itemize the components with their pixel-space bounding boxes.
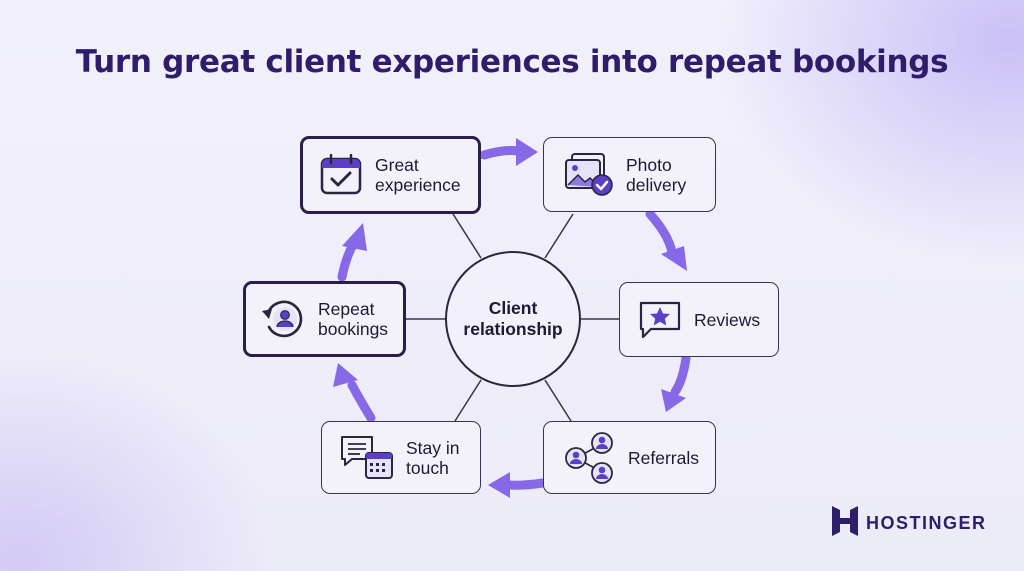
arrowhead-6 (342, 223, 367, 251)
arrowhead-3 (661, 389, 686, 412)
arrow-photo-to-reviews (645, 209, 677, 257)
node-label: Stay in touch (406, 437, 460, 478)
arrow-repeat-to-experience (337, 240, 358, 282)
arrowhead-1 (516, 138, 538, 166)
node-label: Repeat bookings (318, 299, 389, 339)
node-reviews: Reviews (619, 282, 779, 357)
center-label: Client relationship (463, 298, 563, 339)
arrow-stay-to-repeat (347, 380, 376, 423)
connector-photo-delivery (544, 213, 574, 259)
arrowhead-4 (488, 472, 510, 498)
arrow-reviews-to-referrals (670, 353, 691, 397)
page-title: Turn great client experiences into repea… (75, 44, 949, 80)
node-repeat-bookings: Repeat bookings (243, 281, 406, 357)
arrow-experience-to-photo (479, 146, 523, 160)
arrowhead-5 (333, 363, 358, 387)
connector-stay-in-touch (454, 379, 482, 422)
node-label: Photo delivery (626, 154, 687, 195)
node-label: Referrals (628, 447, 699, 468)
node-referrals: Referrals (543, 421, 716, 494)
repeat-user-icon (260, 295, 308, 343)
connector-great-experience (452, 213, 482, 259)
node-stay-in-touch: Stay in touch (321, 421, 481, 494)
calendar-check-icon (319, 154, 363, 196)
center-circle: Client relationship (445, 251, 581, 387)
brand-logo: HOSTINGER (832, 506, 987, 540)
people-network-icon (562, 431, 616, 485)
node-label: Great experience (375, 155, 461, 195)
node-label: Reviews (694, 309, 761, 330)
node-photo-delivery: Photo delivery (543, 137, 716, 212)
brand-name: HOSTINGER (866, 512, 987, 533)
hostinger-h-logo-icon (832, 506, 858, 540)
node-great-experience: Great experience (300, 136, 481, 214)
arrowhead-2 (661, 246, 687, 271)
arrow-referrals-to-stay (503, 478, 548, 490)
star-chat-icon (638, 300, 682, 340)
connector-referrals (544, 379, 572, 422)
chat-calendar-icon (340, 435, 394, 481)
photos-check-icon (564, 152, 614, 197)
